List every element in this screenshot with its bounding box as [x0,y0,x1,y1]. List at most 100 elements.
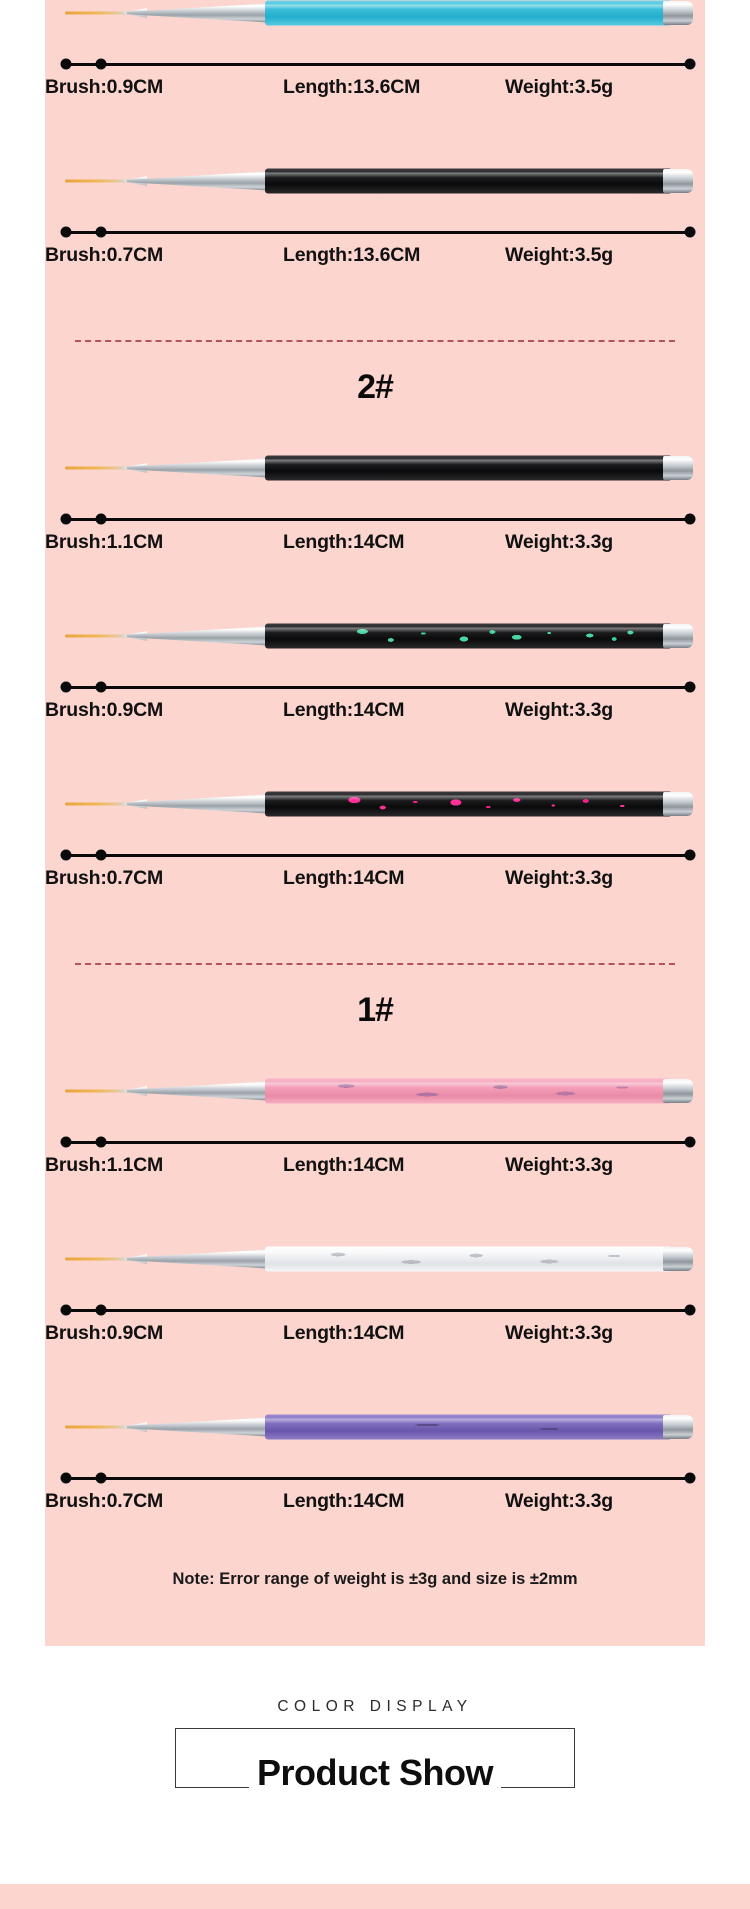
ruler-dot-brush-length [95,1304,107,1316]
brush-illustration [45,761,705,847]
section-divider [75,340,675,342]
cyan-handle [65,0,693,26]
weight-label: Weight:3.5g [505,244,613,266]
ferrule-icon [127,1249,275,1269]
ruler-dot-end [684,58,696,70]
ruler-dot-end [684,1304,696,1316]
end-cap-icon [663,624,693,648]
handle-body [265,168,671,194]
brush-spec-row: Brush:0.7CM Length:14CM Weight:3.3g [45,1384,705,1552]
purple-handle [65,1414,693,1440]
handle-body [265,623,671,649]
bristle-tip-icon [65,802,145,806]
brush-length-label: Brush:0.7CM [45,244,164,266]
brush-illustration [45,425,705,511]
measurement-ruler [45,511,705,527]
ruler-dot-start [60,1304,72,1316]
ruler-dot-start [60,681,72,693]
measurement-labels: Brush:0.7CM Length:14CM Weight:3.3g [45,1486,705,1520]
bristle-tip-icon [65,634,145,638]
ruler-dot-brush-length [95,1472,107,1484]
handle-body [265,1246,671,1272]
ruler-dot-brush-length [95,681,107,693]
bristle-tip-icon [65,11,145,15]
ferrule-icon [127,171,275,191]
ferrule-icon [127,1417,275,1437]
ruler-dot-end [684,849,696,861]
ruler-dot-end [684,226,696,238]
weight-label: Weight:3.3g [505,1154,613,1176]
brush-spec-row: Brush:1.1CM Length:14CM Weight:3.3g [45,425,705,593]
brush-length-label: Brush:1.1CM [45,531,164,553]
ruler-line [65,1477,691,1480]
ferrule-icon [127,3,275,23]
brush-length-label: Brush:0.9CM [45,699,164,721]
ruler-dot-end [684,1472,696,1484]
brush-length-label: Brush:0.7CM [45,1490,164,1512]
end-cap-icon [663,169,693,193]
ruler-dot-start [60,513,72,525]
measurement-ruler [45,1470,705,1486]
pink-speckle-handle [65,791,693,817]
measurement-ruler [45,56,705,72]
total-length-label: Length:14CM [283,1490,405,1512]
weight-label: Weight:3.3g [505,1322,613,1344]
ruler-dot-start [60,58,72,70]
bristle-tip-icon [65,1257,145,1261]
measurement-ruler [45,224,705,240]
total-length-label: Length:14CM [283,867,405,889]
brush-illustration [45,593,705,679]
ruler-dot-start [60,1472,72,1484]
total-length-label: Length:14CM [283,699,405,721]
ruler-dot-end [684,681,696,693]
black-handle [65,168,693,194]
end-cap-icon [663,1415,693,1439]
section-heading: 1# [357,991,394,1029]
ruler-dot-brush-length [95,58,107,70]
handle-body [265,1414,671,1440]
bristle-tip-icon [65,179,145,183]
weight-label: Weight:3.5g [505,76,613,98]
end-cap-icon [663,1247,693,1271]
ruler-dot-start [60,849,72,861]
ruler-dot-brush-length [95,1136,107,1148]
section-heading: 2# [357,368,394,406]
ruler-line [65,518,691,521]
total-length-label: Length:14CM [283,531,405,553]
handle-body [265,791,671,817]
brush-illustration [45,1216,705,1302]
white-marble-handle [65,1246,693,1272]
ruler-dot-start [60,226,72,238]
ruler-dot-end [684,1136,696,1148]
handle-body [265,1078,671,1104]
banner-subtitle: COLOR DISPLAY [277,1698,473,1715]
brush-illustration [45,1384,705,1470]
ruler-dot-end [684,513,696,525]
green-speckle-handle [65,623,693,649]
ruler-dot-brush-length [95,849,107,861]
ferrule-icon [127,794,275,814]
weight-label: Weight:3.3g [505,531,613,553]
end-cap-icon [663,456,693,480]
bristle-tip-icon [65,466,145,470]
ferrule-icon [127,1081,275,1101]
bristle-tip-icon [65,1425,145,1429]
measurement-labels: Brush:0.9CM Length:14CM Weight:3.3g [45,695,705,729]
total-length-label: Length:13.6CM [283,244,421,266]
error-range-note: Note: Error range of weight is ±3g and s… [172,1570,578,1588]
weight-label: Weight:3.3g [505,867,613,889]
weight-label: Weight:3.3g [505,1490,613,1512]
brush-illustration [45,138,705,224]
measurement-labels: Brush:1.1CM Length:14CM Weight:3.3g [45,527,705,561]
black-handle [65,455,693,481]
weight-label: Weight:3.3g [505,699,613,721]
brush-illustration [45,0,705,56]
